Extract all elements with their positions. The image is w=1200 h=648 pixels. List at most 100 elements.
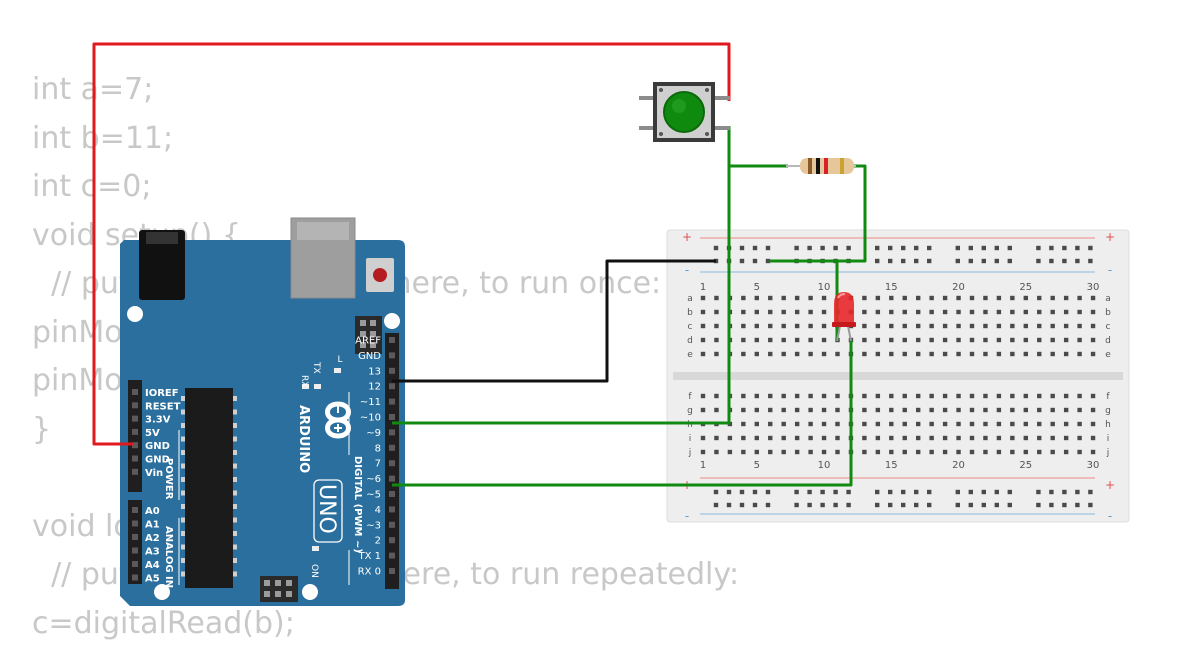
- led-rim: [832, 322, 856, 327]
- breadboard-hole: [808, 450, 812, 454]
- breadboard-hole: [768, 338, 772, 342]
- breadboard-hole: [903, 338, 907, 342]
- breadboard-hole: [795, 338, 799, 342]
- breadboard-hole: [997, 450, 1001, 454]
- breadboard-hole: [782, 310, 786, 314]
- breadboard-hole: [1051, 450, 1055, 454]
- rail-hole: [1062, 490, 1066, 494]
- breadboard-hole: [983, 436, 987, 440]
- rail-hole: [714, 490, 718, 494]
- breadboard-hole: [822, 338, 826, 342]
- rail-hole: [1036, 503, 1040, 507]
- breadboard-hole: [782, 296, 786, 300]
- breadboard-hole: [876, 338, 880, 342]
- breadboard-hole: [916, 394, 920, 398]
- row-letter: b: [687, 308, 693, 318]
- chip-pin: [181, 504, 185, 509]
- digital-pin-label: 4: [375, 505, 381, 516]
- breadboard-hole: [1037, 310, 1041, 314]
- digital-pin-label: AREF: [355, 336, 381, 347]
- breadboard-hole: [970, 352, 974, 356]
- row-letter: c: [1106, 322, 1111, 332]
- rail-hole: [740, 259, 744, 263]
- breadboard-hole: [808, 422, 812, 426]
- row-letter: g: [687, 406, 693, 416]
- breadboard-hole: [808, 394, 812, 398]
- analog-pin-label: A3: [145, 547, 160, 558]
- rail-hole: [1062, 246, 1066, 250]
- chip-pin: [181, 531, 185, 536]
- breadboard-hole: [1077, 408, 1081, 412]
- row-letter: e: [1105, 350, 1111, 360]
- rail-hole: [875, 490, 879, 494]
- analog-pin: [132, 521, 138, 527]
- digital-pin: [389, 337, 395, 343]
- breadboard-hole: [983, 338, 987, 342]
- breadboard-hole: [795, 324, 799, 328]
- column-number: 30: [1087, 460, 1100, 471]
- breadboard-hole: [903, 352, 907, 356]
- digital-pin: [389, 429, 395, 435]
- breadboard-hole: [782, 436, 786, 440]
- breadboard-hole: [903, 450, 907, 454]
- breadboard-hole: [768, 352, 772, 356]
- icsp-pin: [275, 580, 281, 586]
- breadboard-hole: [1024, 394, 1028, 398]
- breadboard-hole: [1037, 296, 1041, 300]
- breadboard-hole: [755, 394, 759, 398]
- breadboard-hole: [1051, 408, 1055, 412]
- row-letter: b: [1105, 308, 1111, 318]
- column-number: 1: [700, 460, 706, 471]
- breadboard-hole: [701, 450, 705, 454]
- rail-hole: [927, 490, 931, 494]
- breadboard-hole: [956, 352, 960, 356]
- power-pin: [132, 469, 138, 475]
- icsp-pin: [370, 320, 376, 326]
- breadboard-hole: [889, 296, 893, 300]
- column-number: 20: [952, 282, 965, 293]
- rail-hole: [833, 503, 837, 507]
- chip-pin: [233, 504, 237, 509]
- breadboard-hole: [755, 338, 759, 342]
- rail-plus-sign: +: [1105, 230, 1115, 244]
- breadboard-hole: [1091, 324, 1095, 328]
- mount-hole: [127, 306, 143, 322]
- breadboard-hole: [741, 394, 745, 398]
- row-letter: j: [1106, 448, 1110, 458]
- breadboard-hole: [862, 324, 866, 328]
- breadboard-hole: [1010, 352, 1014, 356]
- row-letter: c: [688, 322, 693, 332]
- rail-hole: [927, 259, 931, 263]
- breadboard-hole: [1010, 422, 1014, 426]
- rail-hole: [888, 503, 892, 507]
- rail-hole: [820, 490, 824, 494]
- breadboard-hole: [916, 352, 920, 356]
- mount-hole: [384, 313, 400, 329]
- breadboard-hole: [1010, 408, 1014, 412]
- rail-minus-sign: -: [1108, 263, 1112, 277]
- breadboard-hole: [862, 422, 866, 426]
- rail-hole: [914, 490, 918, 494]
- rail-hole: [1075, 259, 1079, 263]
- breadboard-hole: [1051, 394, 1055, 398]
- digital-pin-label: ~5: [366, 490, 381, 501]
- breadboard-hole: [782, 408, 786, 412]
- breadboard-hole: [741, 310, 745, 314]
- breadboard-hole: [768, 422, 772, 426]
- breadboard-hole: [714, 408, 718, 412]
- rail-hole: [995, 490, 999, 494]
- breadboard-hole: [1091, 408, 1095, 412]
- breadboard-hole: [862, 296, 866, 300]
- breadboard-hole: [903, 296, 907, 300]
- rail-hole: [846, 490, 850, 494]
- breadboard-hole: [714, 436, 718, 440]
- digital-pin-label: 2: [375, 536, 381, 547]
- breadboard-hole: [876, 422, 880, 426]
- rail-hole: [1049, 259, 1053, 263]
- chip-pin: [233, 410, 237, 415]
- breadboard-hole: [795, 450, 799, 454]
- breadboard-hole: [808, 436, 812, 440]
- breadboard-hole: [795, 296, 799, 300]
